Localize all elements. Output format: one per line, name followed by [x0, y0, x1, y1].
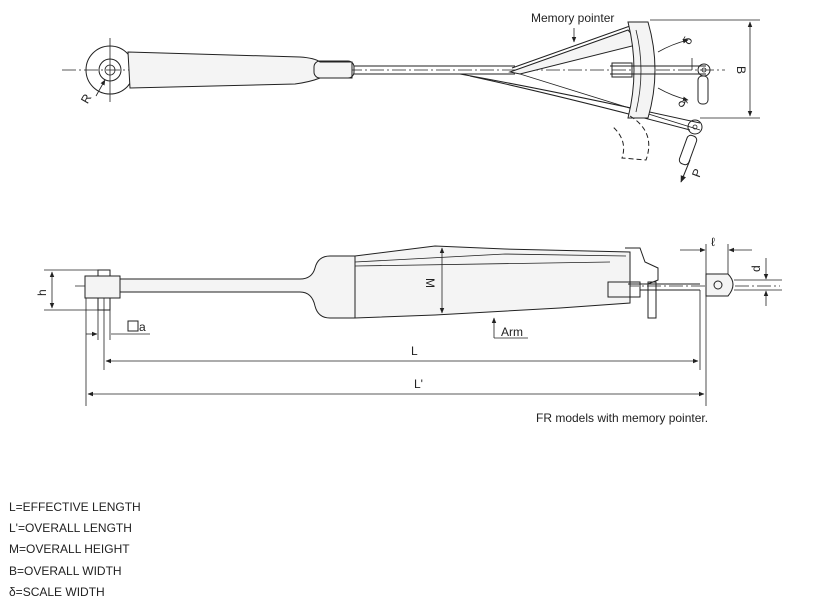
square-label: a — [139, 320, 146, 334]
legend-item: L=EFFECTIVE LENGTH — [9, 500, 141, 514]
radius-label: R — [78, 91, 95, 106]
side-beam — [119, 255, 356, 319]
overall-length-label: L' — [414, 377, 423, 391]
force-arrow — [680, 159, 691, 183]
pointer-blade — [508, 29, 641, 75]
top-beam — [127, 51, 353, 89]
scale-width-label-2: δ — [675, 97, 691, 110]
drive-head — [84, 275, 121, 299]
deflection-beam-1 — [459, 73, 701, 124]
top-grip — [313, 60, 355, 79]
radius-arrow — [95, 79, 106, 97]
d-label: d — [749, 265, 763, 272]
scale-width-label-1: δ — [680, 34, 696, 47]
square-symbol — [127, 320, 139, 332]
scale-sector — [627, 21, 656, 119]
overall-width-label: B — [734, 66, 748, 74]
top-view: R P δ δ B — [62, 11, 760, 183]
deflection-beam-2 — [469, 75, 691, 131]
handle-body — [354, 245, 631, 319]
scale-width-arc-2 — [657, 87, 689, 101]
legend: L=EFFECTIVE LENGTH L'=OVERALL LENGTH M=O… — [9, 497, 141, 603]
force-label: P — [689, 167, 705, 179]
scale-displaced — [611, 115, 650, 161]
h-label: h — [35, 289, 49, 296]
force-link-pin — [687, 119, 703, 135]
scale-width-arc-1 — [657, 39, 689, 53]
arm-label: Arm — [501, 325, 523, 339]
small-length-label: ℓ — [711, 235, 715, 249]
height-label: M — [423, 278, 437, 288]
memory-pointer-label: Memory pointer — [531, 11, 614, 25]
legend-item: L'=OVERALL LENGTH — [9, 521, 132, 536]
legend-item: M=OVERALL HEIGHT — [9, 542, 130, 557]
end-pivot — [705, 273, 734, 297]
diagram-caption: FR models with memory pointer. — [536, 411, 708, 425]
legend-item: δ=SCALE WIDTH — [9, 584, 105, 599]
square-drive — [97, 269, 111, 277]
effective-length-label: L — [411, 344, 418, 358]
legend-item: B=OVERALL WIDTH — [9, 563, 122, 578]
side-view: h a M Arm ℓ d L L' — [35, 235, 782, 406]
